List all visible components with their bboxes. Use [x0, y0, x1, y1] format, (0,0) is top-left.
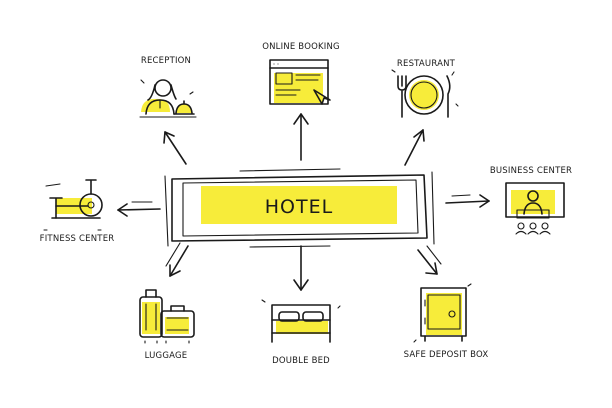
center-highlight: [201, 186, 397, 224]
center-frame-outer: [171, 174, 428, 242]
suitcases-icon: [139, 289, 195, 344]
node-double-bed: DOUBLE BED: [261, 299, 341, 366]
center-frame-stroke-top: [239, 168, 341, 172]
plate-fork-knife-icon: [391, 69, 459, 118]
center-title: HOTEL: [265, 196, 333, 218]
safe-icon: [413, 283, 472, 343]
exercise-bike-icon: [43, 179, 103, 231]
arrow-double-bed: [293, 245, 309, 291]
label-luggage: LUGGAGE: [145, 351, 188, 361]
node-fitness-center: FITNESS CENTER: [40, 179, 115, 244]
arrow-business-center: [445, 194, 490, 208]
node-luggage: LUGGAGE: [139, 289, 195, 361]
arrow-online-booking: [293, 113, 309, 161]
center-frame-inner: [182, 179, 419, 237]
node-safe-deposit-box: SAFE DEPOSIT BOX: [404, 283, 489, 360]
arrow-reception: [163, 131, 187, 165]
center-frame-stroke-bottom: [249, 245, 331, 248]
center-node: HOTEL: [164, 168, 435, 248]
arrow-luggage: [165, 242, 189, 277]
label-reception: RECEPTION: [141, 56, 191, 66]
label-double-bed: DOUBLE BED: [272, 356, 330, 366]
connector-arrows: [117, 113, 490, 291]
node-business-center: BUSINESS CENTER: [490, 166, 572, 235]
receptionist-bell-icon: [139, 79, 197, 118]
center-frame-stroke-right: [431, 171, 435, 245]
node-reception: RECEPTION: [139, 56, 197, 118]
label-restaurant: RESTAURANT: [397, 59, 456, 69]
node-online-booking: ONLINE BOOKING: [262, 42, 340, 105]
double-bed-icon: [261, 299, 341, 343]
arrow-fitness-center: [117, 201, 161, 217]
browser-cursor-icon: [269, 59, 331, 105]
node-restaurant: RESTAURANT: [391, 59, 459, 118]
label-safe-deposit-box: SAFE DEPOSIT BOX: [404, 350, 489, 360]
center-frame-stroke-left: [164, 175, 169, 247]
label-fitness-center: FITNESS CENTER: [40, 234, 115, 244]
arrow-restaurant: [404, 129, 425, 166]
label-business-center: BUSINESS CENTER: [490, 166, 572, 176]
label-online-booking: ONLINE BOOKING: [262, 42, 340, 52]
presentation-screen-icon: [505, 182, 565, 235]
arrow-safe-deposit-box: [417, 245, 442, 275]
